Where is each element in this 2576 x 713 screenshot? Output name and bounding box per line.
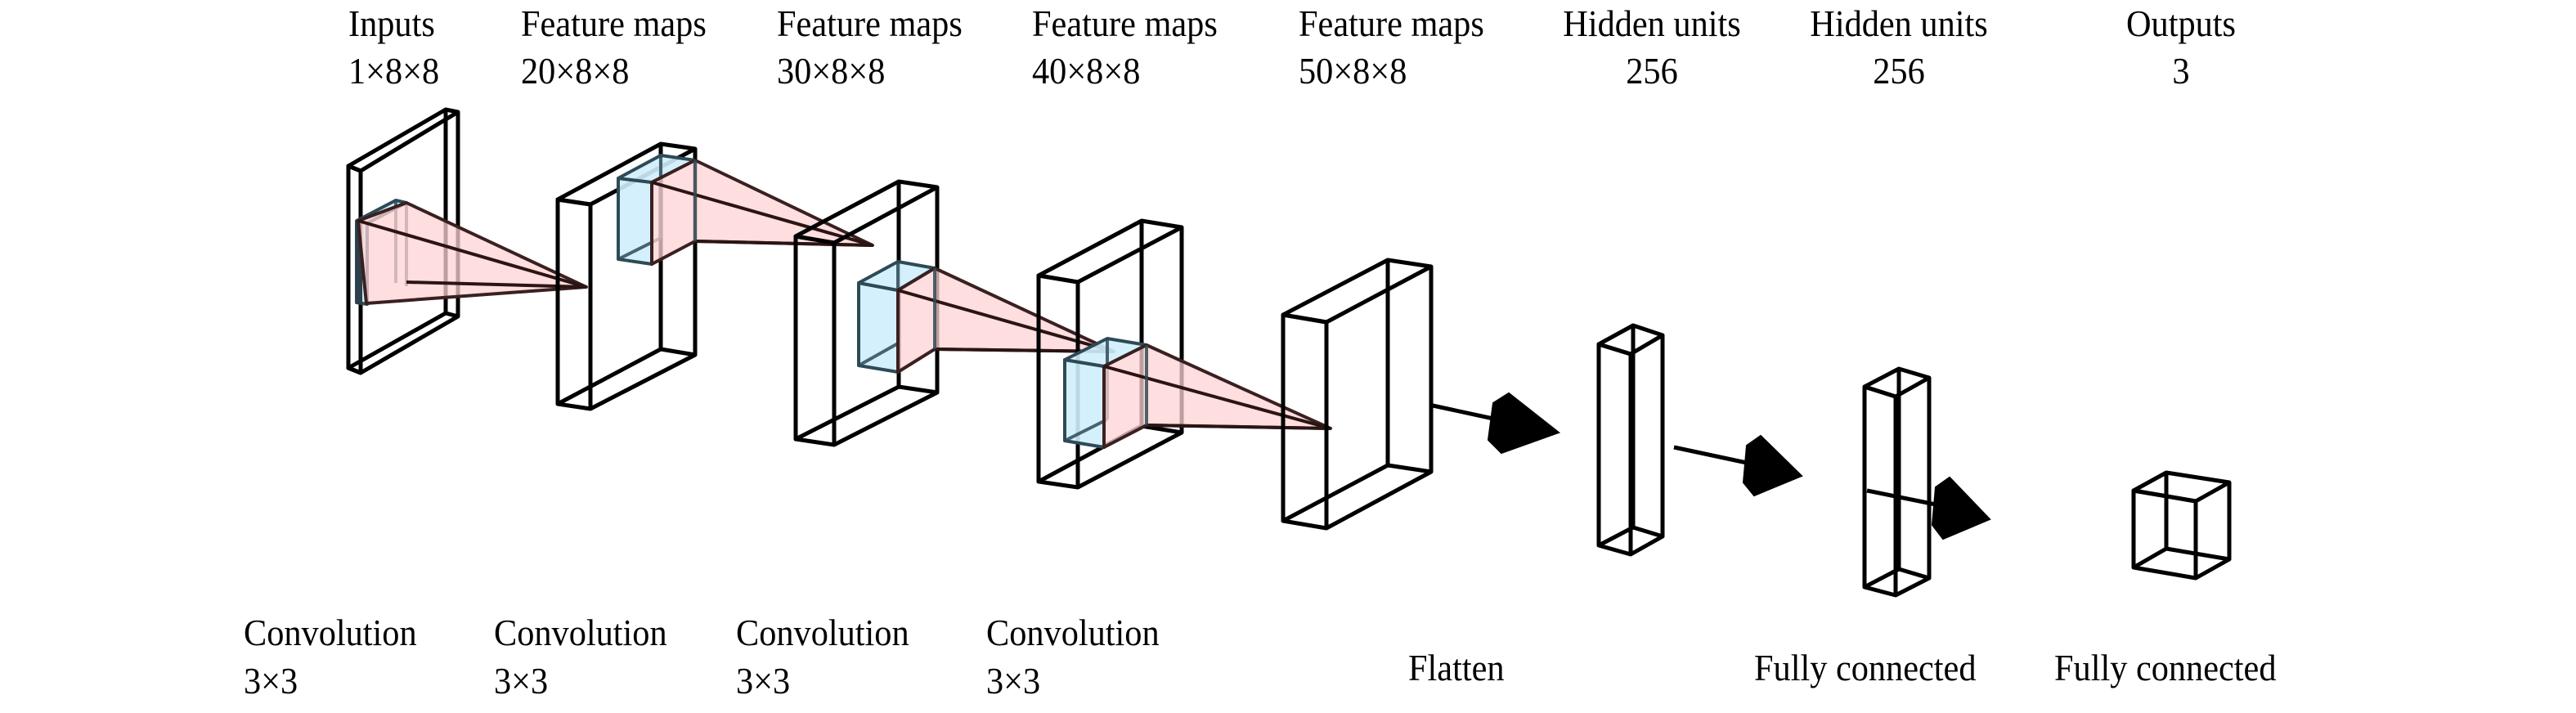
operation-name-conv3: Convolution [736,612,909,653]
fc1-connection [1673,434,1803,497]
layer-title-conv2: Feature maps [777,2,963,44]
conv4-feature-maps-box [1281,258,1434,531]
layer-title-input: Inputs [348,2,435,44]
layer-title-conv1: Feature maps [521,2,707,44]
fc2-hidden-units-box [1862,366,1932,598]
layer-title-conv4: Feature maps [1299,2,1484,44]
operation-name-flatten: Flatten [1408,647,1505,688]
operation-name-conv2: Convolution [494,612,667,653]
layer-title-conv3: Feature maps [1032,2,1218,44]
layer-shape-conv3: 40×8×8 [1032,50,1141,92]
flatten-connection [1432,392,1561,455]
flatten-arrowhead [1487,392,1561,455]
operation-kernel-conv4: 3×3 [986,660,1041,702]
operation-name-fc2: Fully connected [2054,647,2277,688]
operation-kernel-conv2: 3×3 [494,660,549,702]
layer-title-fc2: Hidden units [1810,2,1988,44]
operation-name-conv1: Convolution [244,612,417,653]
layer-shape-fc2: 256 [1873,50,1925,92]
conv1-kernel [617,154,697,266]
fc2-connection [1866,476,1991,540]
operation-name-conv4: Convolution [986,612,1160,653]
operation-name-fc1: Fully connected [1754,647,1977,688]
layer-title-fc1: Hidden units [1563,2,1741,44]
fc1-arrowhead [1742,434,1803,497]
receptive-field-1 [357,201,588,305]
layer-shape-conv4: 50×8×8 [1299,50,1407,92]
receptive-field-4 [1102,343,1332,449]
output-box [2131,470,2232,581]
layer-shape-fc1: 256 [1626,50,1678,92]
operation-kernel-conv1: 3×3 [244,660,298,702]
output-arrowhead [1931,476,1991,540]
layer-shape-input: 1×8×8 [348,50,440,92]
operation-kernel-conv3: 3×3 [736,660,791,702]
layer-shape-conv2: 30×8×8 [777,50,886,92]
fc1-hidden-units-box [1596,323,1665,557]
layer-shape-conv1: 20×8×8 [521,50,630,92]
layer-shape-output: 3 [2172,50,2190,92]
layer-title-output: Outputs [2125,2,2237,44]
